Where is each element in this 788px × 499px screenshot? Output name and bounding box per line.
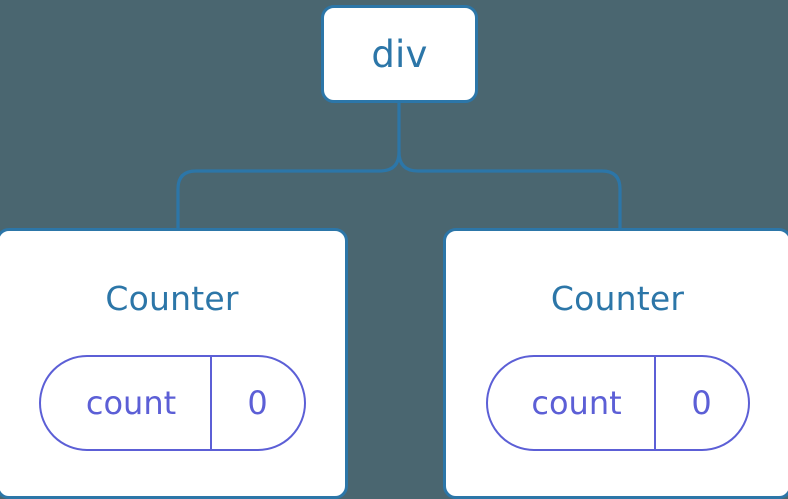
state-pill[interactable]: count 0 xyxy=(485,355,750,451)
root-node-label: div xyxy=(371,32,428,76)
component-title: Counter xyxy=(550,279,685,318)
state-pill[interactable]: count 0 xyxy=(38,355,306,451)
connector-left-branch xyxy=(176,150,401,231)
connector-right-branch xyxy=(397,101,622,231)
state-value-label: 0 xyxy=(209,357,304,449)
state-value-label: 0 xyxy=(653,357,748,449)
component-card-counter-right[interactable]: Counter count 0 xyxy=(443,228,788,499)
component-card-counter-left[interactable]: Counter count 0 xyxy=(0,228,348,499)
component-title: Counter xyxy=(105,279,239,318)
root-node-div[interactable]: div xyxy=(321,5,478,103)
state-key-label: count xyxy=(531,384,622,422)
state-key-label: count xyxy=(85,384,177,422)
